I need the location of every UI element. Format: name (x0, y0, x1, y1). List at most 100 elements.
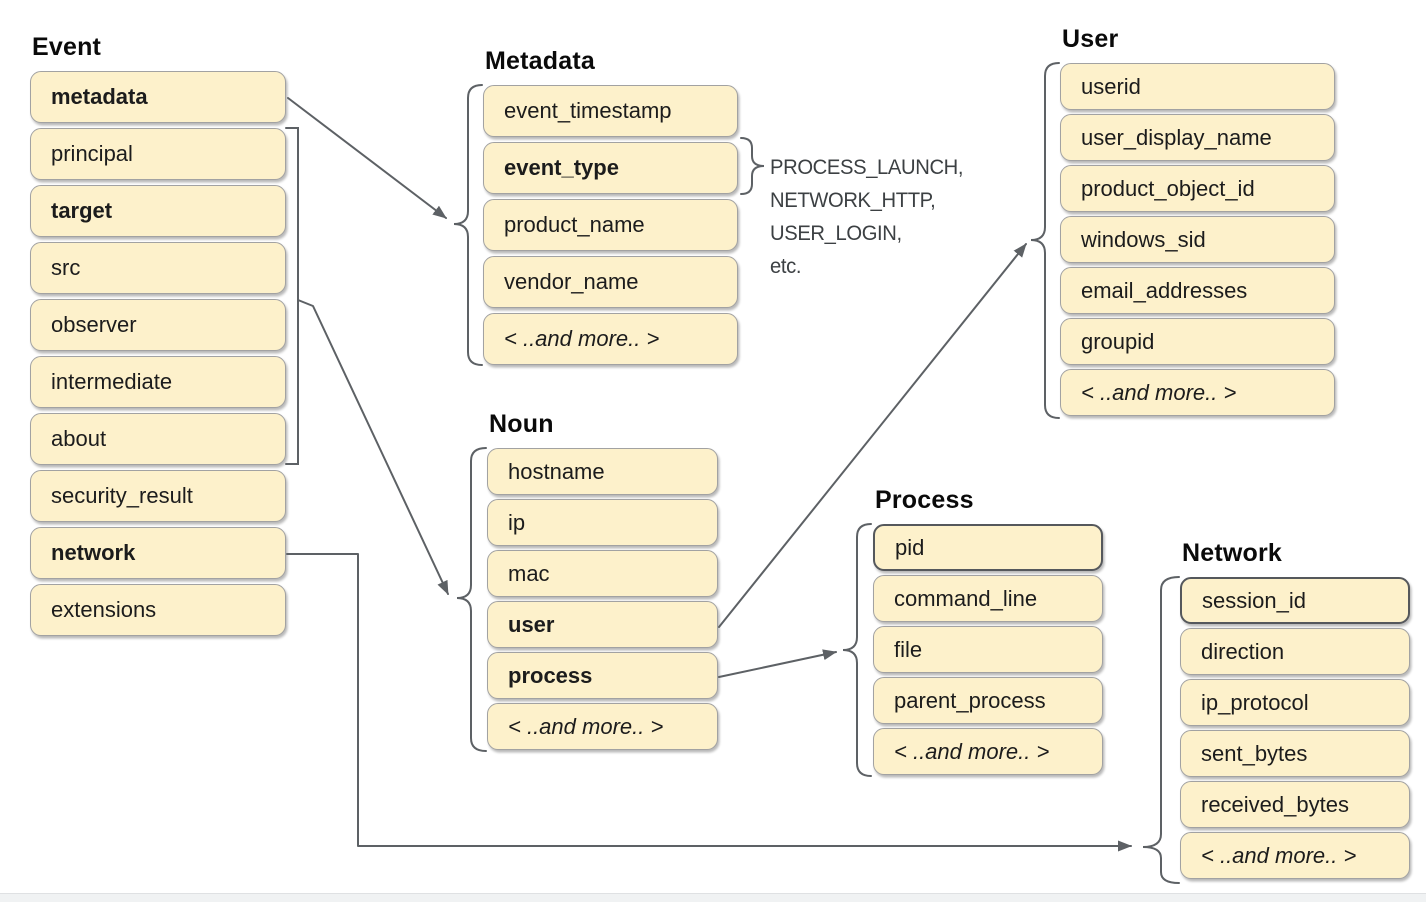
field-label: principal (51, 141, 133, 166)
field-and-more: < ..and more.. > (1180, 832, 1410, 879)
field-groupid: groupid (1060, 318, 1335, 365)
field-userid: userid (1060, 63, 1335, 110)
field-label: userid (1081, 73, 1141, 99)
field-label: < ..and more.. > (508, 713, 664, 739)
group-network-title: Network (1182, 539, 1283, 567)
field-session_id: session_id (1180, 577, 1410, 624)
field-event_type: event_type (483, 142, 738, 194)
field-label: < ..and more.. > (894, 738, 1050, 764)
field-received_bytes: received_bytes (1180, 781, 1410, 828)
group-metadata-fields: event_timestamp event_type product_name … (483, 85, 738, 365)
field-vendor_name: vendor_name (483, 256, 738, 308)
field-label: windows_sid (1081, 226, 1206, 252)
field-label: direction (1201, 638, 1285, 664)
field-and-more: < ..and more.. > (1060, 369, 1335, 416)
field-and-more: < ..and more.. > (483, 313, 738, 365)
event-type-value-line: PROCESS_LAUNCH, (770, 155, 964, 179)
group-process-title: Process (875, 486, 974, 514)
field-security_result: security_result (30, 470, 286, 522)
field-ip_protocol: ip_protocol (1180, 679, 1410, 726)
field-label: event_timestamp (504, 98, 672, 123)
field-label: command_line (894, 585, 1038, 611)
field-label: intermediate (51, 369, 173, 394)
field-event_timestamp: event_timestamp (483, 85, 738, 137)
group-metadata: Metadata event_timestamp event_type prod… (483, 47, 738, 370)
field-product_object_id: product_object_id (1060, 165, 1335, 212)
group-metadata-title: Metadata (485, 47, 595, 75)
arrow-event-nouns-to-noun-group (297, 299, 449, 595)
event-type-values: PROCESS_LAUNCH, NETWORK_HTTP, USER_LOGIN… (770, 151, 964, 283)
field-label: parent_process (894, 687, 1046, 713)
field-label: file (894, 636, 923, 662)
field-sent_bytes: sent_bytes (1180, 730, 1410, 777)
field-pid: pid (873, 524, 1103, 571)
field-user_display_name: user_display_name (1060, 114, 1335, 161)
field-label: about (51, 426, 107, 451)
field-target: target (30, 185, 286, 237)
group-user-title: User (1062, 25, 1119, 53)
group-user-fields: userid user_display_name product_object_… (1060, 63, 1335, 416)
field-file: file (873, 626, 1103, 673)
field-label: ip_protocol (1201, 689, 1309, 715)
event-type-value-line: etc. (770, 254, 802, 278)
field-label: process (508, 662, 593, 688)
process-brace (842, 523, 872, 777)
field-label: product_name (504, 212, 645, 237)
field-label: extensions (51, 597, 157, 622)
field-label: event_type (504, 155, 619, 180)
group-process: Process pid command_line file parent_pro… (873, 486, 1103, 779)
field-and-more: < ..and more.. > (873, 728, 1103, 775)
arrow-process-to-process-group (718, 649, 837, 678)
field-parent_process: parent_process (873, 677, 1103, 724)
field-label: ip (508, 509, 526, 535)
field-label: target (51, 198, 113, 223)
group-event: Event metadata principal target src obse… (30, 33, 286, 641)
group-noun: Noun hostname ip mac user process < ..an… (487, 410, 718, 754)
field-and-more: < ..and more.. > (487, 703, 718, 750)
field-about: about (30, 413, 286, 465)
field-label: hostname (508, 458, 605, 484)
field-label: vendor_name (504, 269, 639, 294)
field-email_addresses: email_addresses (1060, 267, 1335, 314)
field-process: process (487, 652, 718, 699)
field-user: user (487, 601, 718, 648)
field-mac: mac (487, 550, 718, 597)
field-label: user_display_name (1081, 124, 1272, 150)
field-label: user (508, 611, 555, 637)
field-label: sent_bytes (1201, 740, 1308, 766)
field-product_name: product_name (483, 199, 738, 251)
user-brace (1030, 62, 1060, 419)
group-event-title: Event (32, 33, 102, 61)
field-hostname: hostname (487, 448, 718, 495)
event-type-value-line: USER_LOGIN, (770, 221, 902, 245)
field-label: network (51, 540, 136, 565)
group-noun-fields: hostname ip mac user process < ..and mor… (487, 448, 718, 750)
group-event-fields: metadata principal target src observer i… (30, 71, 286, 636)
group-process-fields: pid command_line file parent_process < .… (873, 524, 1103, 775)
field-observer: observer (30, 299, 286, 351)
group-network-fields: session_id direction ip_protocol sent_by… (1180, 577, 1410, 879)
field-label: security_result (51, 483, 193, 508)
field-label: observer (51, 312, 137, 337)
event-type-brace (740, 137, 765, 195)
field-label: received_bytes (1201, 791, 1349, 817)
field-ip: ip (487, 499, 718, 546)
metadata-brace (453, 84, 483, 366)
field-label: session_id (1202, 587, 1306, 613)
field-extensions: extensions (30, 584, 286, 636)
field-label: < ..and more.. > (1081, 379, 1237, 405)
field-label: groupid (1081, 328, 1155, 354)
field-direction: direction (1180, 628, 1410, 675)
arrow-metadata-to-metadata-group (287, 97, 447, 219)
group-noun-title: Noun (489, 410, 554, 438)
field-label: product_object_id (1081, 175, 1255, 201)
field-label: src (51, 255, 81, 280)
noun-brace (456, 447, 487, 752)
event-type-value-line: NETWORK_HTTP, (770, 188, 936, 212)
field-windows_sid: windows_sid (1060, 216, 1335, 263)
group-user: User userid user_display_name product_ob… (1060, 25, 1335, 420)
field-src: src (30, 242, 286, 294)
field-label: metadata (51, 84, 148, 109)
field-label: email_addresses (1081, 277, 1248, 303)
field-network: network (30, 527, 286, 579)
